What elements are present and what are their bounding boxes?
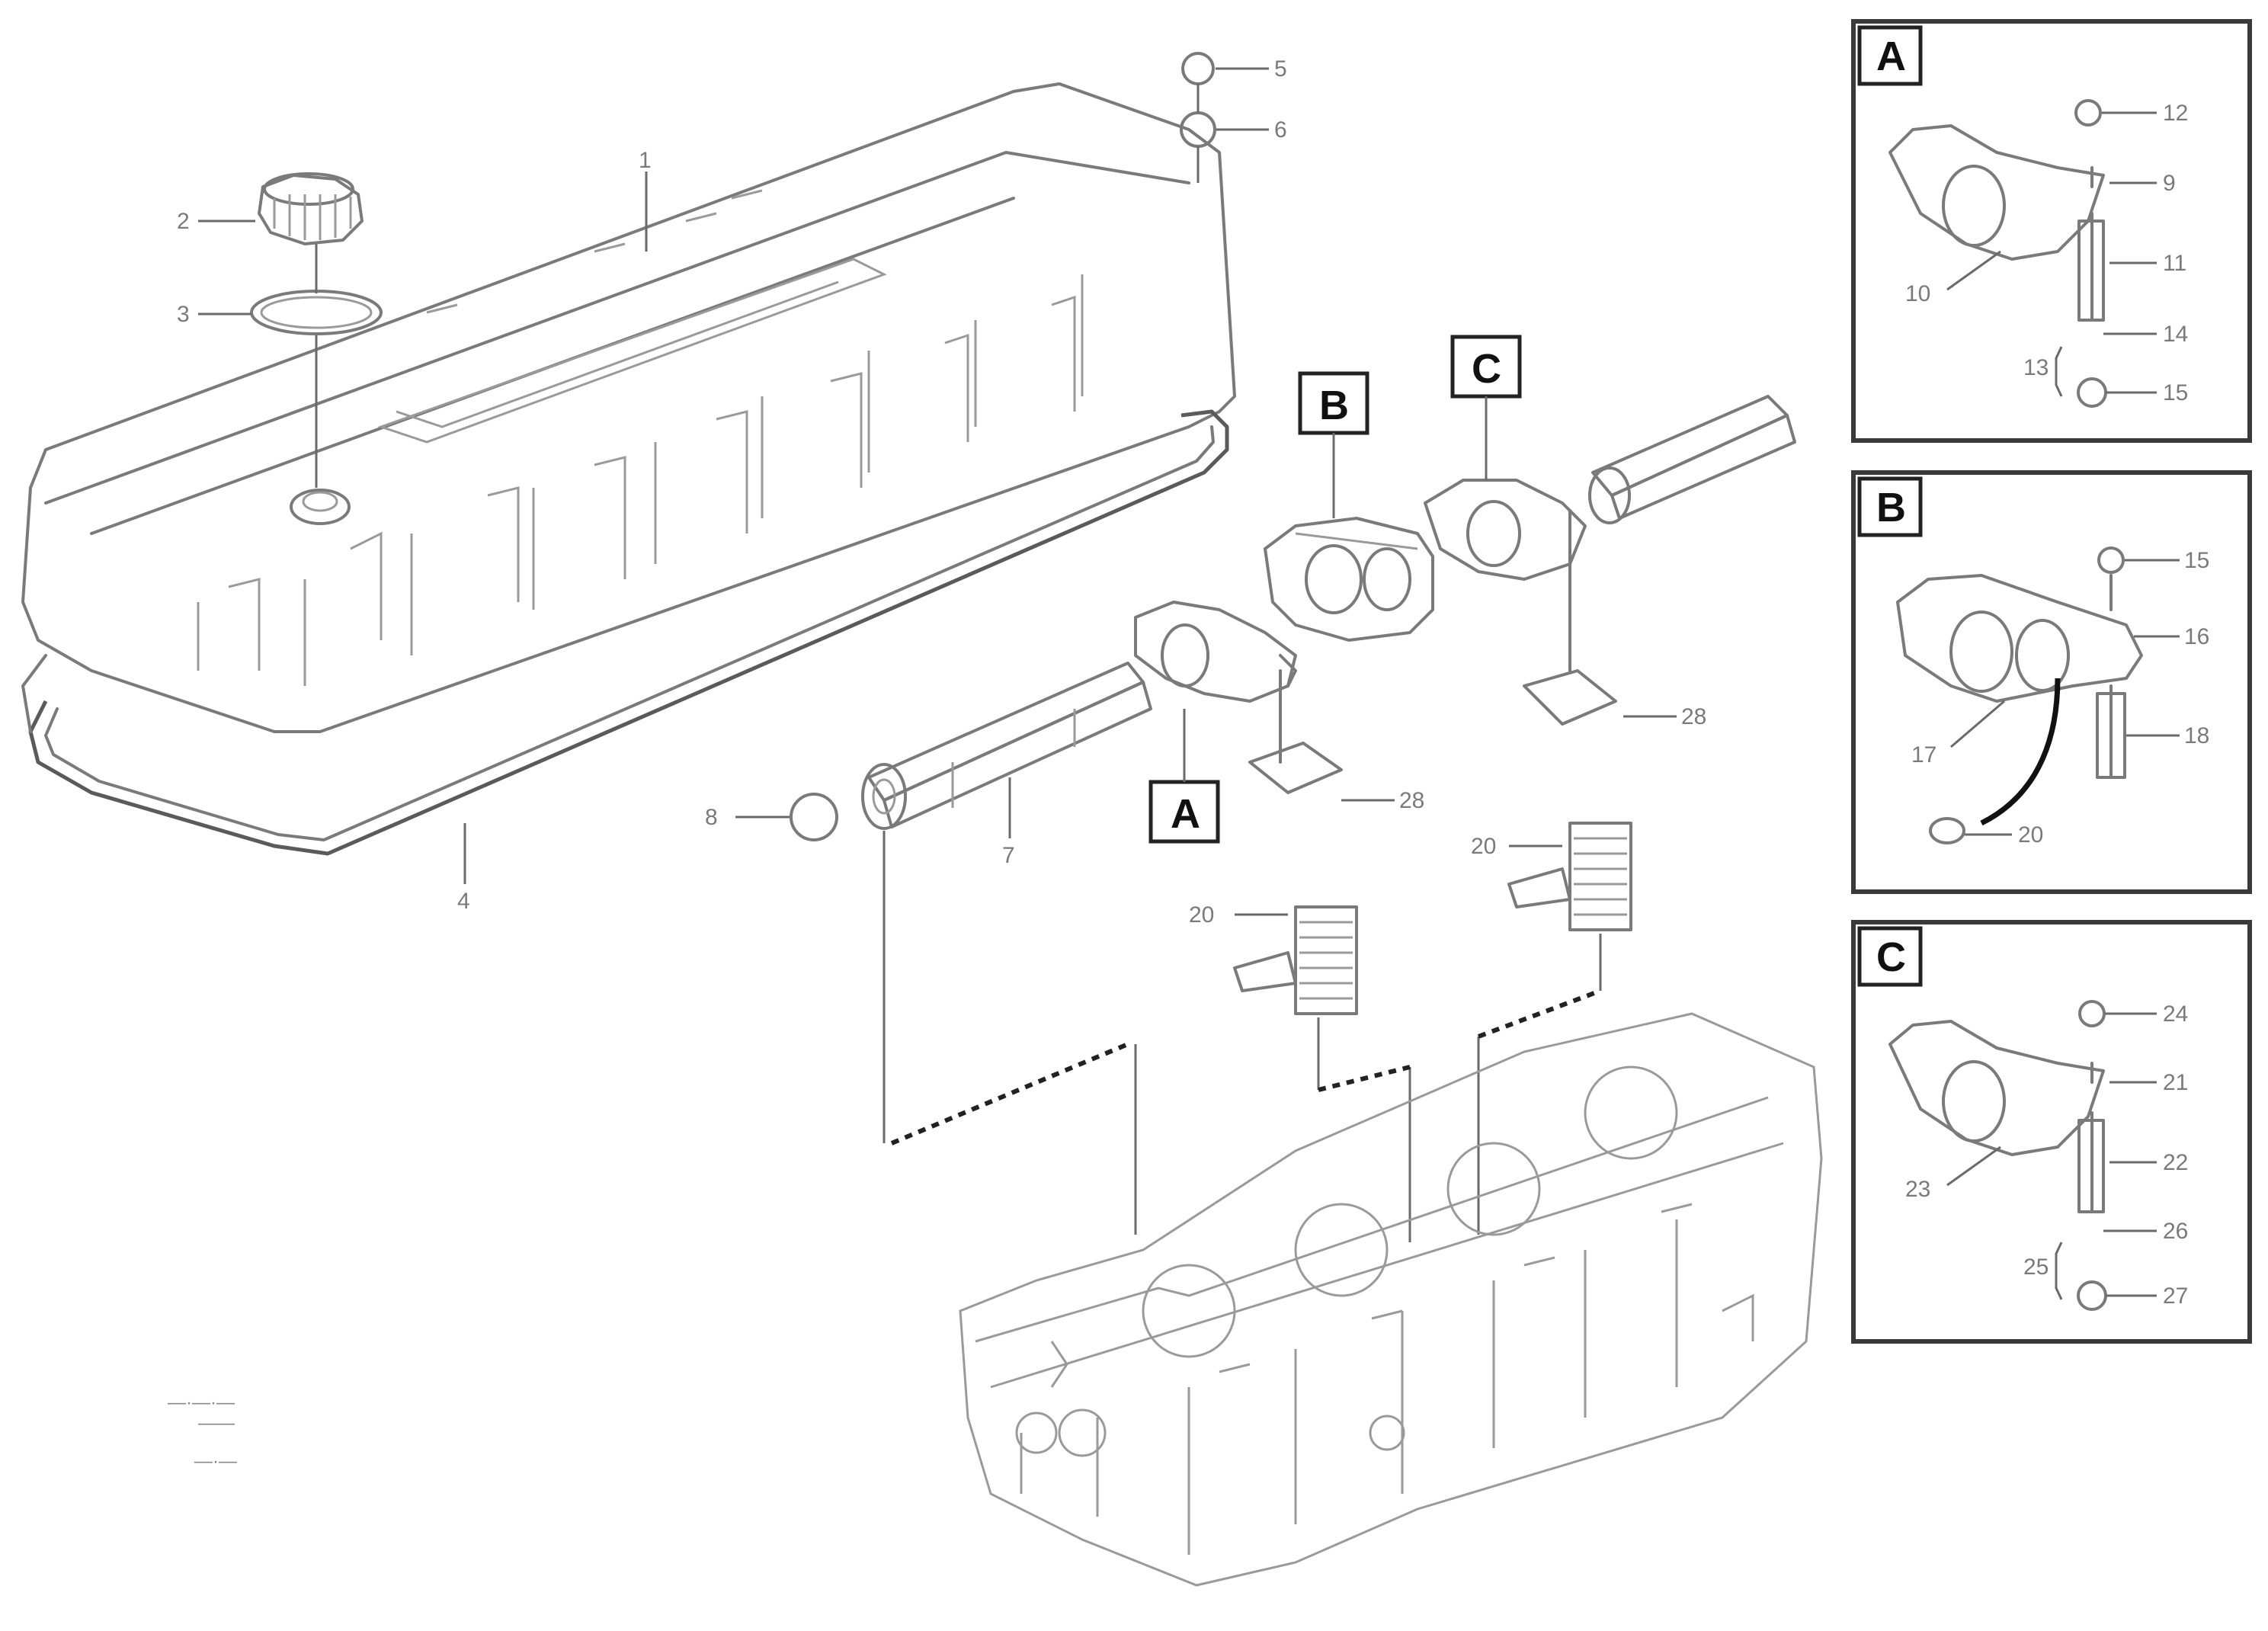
push-rod-left: 28 — [1248, 669, 1424, 813]
panel-c-callout-26: 26 — [2163, 1219, 2188, 1244]
callout-28b-text: 28 — [1681, 704, 1706, 729]
detail-panel-c: C 24 21 22 26 25 27 23 — [1851, 920, 2252, 1344]
panel-a-callout-9: 9 — [2163, 171, 2176, 196]
callout-28a-text: 28 — [1399, 788, 1424, 813]
label-b-text: B — [1319, 383, 1349, 428]
callout-7: 7 — [1002, 777, 1015, 868]
callout-20a-text: 20 — [1189, 902, 1214, 928]
panel-b-callout-16: 16 — [2184, 624, 2209, 649]
panel-c-callout-27: 27 — [2163, 1283, 2188, 1309]
reference-number: —·—·— —— —·— — [168, 1392, 237, 1472]
rocker-arm-c — [1424, 479, 1587, 581]
callout-7-text: 7 — [1002, 843, 1015, 868]
callout-1-text: 1 — [639, 148, 652, 173]
shaft-plug: 8 — [705, 793, 838, 841]
callout-20b-text: 20 — [1471, 834, 1496, 859]
callout-3: 3 — [177, 302, 251, 327]
panel-a-callout-11: 11 — [2163, 251, 2186, 276]
push-rod-right: 28 — [1523, 509, 1706, 729]
panel-c-callout-21: 21 — [2163, 1070, 2188, 1095]
valve-spring-left: 20 — [1189, 902, 1358, 1015]
panel-b-callout-18: 18 — [2184, 723, 2209, 748]
o-ring — [250, 290, 383, 335]
callout-1: 1 — [639, 148, 652, 252]
shaft-end — [1588, 395, 1796, 524]
valve-cover — [21, 82, 1236, 733]
panel-a-callout-10: 10 — [1905, 281, 1930, 306]
callout-8-text: 8 — [705, 805, 718, 830]
panel-c-callout-23: 23 — [1905, 1177, 1930, 1202]
label-box-b: B — [1298, 371, 1369, 518]
nut-and-washer — [1180, 52, 1269, 183]
valve-spring-right: 20 — [1471, 822, 1632, 931]
panel-a-callout-15: 15 — [2163, 380, 2188, 405]
panel-b-callout-17: 17 — [1911, 742, 1936, 767]
label-a-text: A — [1171, 791, 1200, 837]
label-box-a: A — [1148, 709, 1220, 844]
panel-c-callout-22: 22 — [2163, 1150, 2188, 1175]
panel-b-callout-20: 20 — [2018, 822, 2043, 848]
oil-filler-cap — [258, 172, 364, 245]
callout-4: 4 — [457, 823, 470, 914]
detail-panel-a: A 12 9 11 14 13 15 10 — [1851, 19, 2252, 443]
callout-5-text: 5 — [1274, 56, 1287, 82]
panel-a-label: A — [1876, 34, 1906, 79]
panel-a-callout-13: 13 — [2023, 355, 2049, 380]
callout-2: 2 — [177, 209, 255, 234]
callout-4-text: 4 — [457, 889, 470, 914]
cover-gasket — [21, 409, 1229, 856]
label-c-text: C — [1472, 346, 1501, 392]
panel-c-callout-25: 25 — [2023, 1254, 2049, 1280]
rocker-shaft — [861, 662, 1152, 830]
panel-b-label: B — [1876, 485, 1906, 530]
callout-3-text: 3 — [177, 302, 190, 327]
callout-2-text: 2 — [177, 209, 190, 234]
cylinder-head — [959, 1012, 1823, 1587]
detail-panel-b: B 15 16 18 17 20 — [1851, 470, 2252, 894]
panel-a-callout-12: 12 — [2163, 101, 2188, 126]
reference-line-3: —·— — [194, 1451, 237, 1472]
panel-b-callout-15: 15 — [2184, 548, 2209, 573]
rocker-support-b — [1264, 517, 1434, 642]
rocker-arm-a — [1134, 601, 1297, 703]
label-box-c: C — [1450, 335, 1522, 480]
reference-line-2: —— — [198, 1413, 235, 1434]
callout-6-text: 6 — [1274, 117, 1287, 143]
panel-c-callout-24: 24 — [2163, 1001, 2188, 1027]
panel-a-callout-14: 14 — [2163, 322, 2188, 347]
reference-line-1: —·—·— — [168, 1392, 235, 1413]
panel-c-label: C — [1876, 934, 1906, 980]
